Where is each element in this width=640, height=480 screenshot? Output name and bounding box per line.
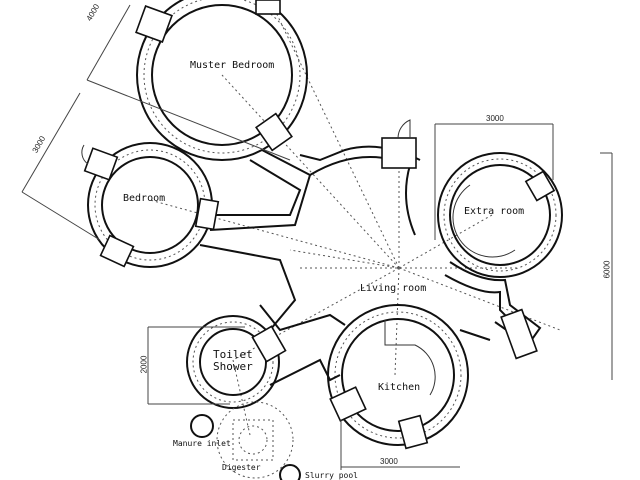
master-bedroom-walls [136, 0, 308, 161]
toilet-walls [186, 315, 280, 409]
room-label-kitchen: Kitchen [378, 382, 421, 393]
extra-room-walls [437, 152, 563, 278]
room-label-shower: Shower [213, 360, 253, 373]
room-label-master-bedroom: Muster Bedroom [190, 60, 275, 71]
guide-lines [149, 0, 561, 436]
label-slurry-pool: Slurry pool [305, 471, 358, 480]
label-manure-inlet: Manure inlet [173, 439, 231, 448]
dimension-kitchen-width: 3000 [380, 457, 398, 466]
doors [81, 0, 556, 450]
manure-inlet-shape [190, 414, 214, 438]
biogas-system [190, 401, 301, 480]
dimension-lines [21, 4, 613, 470]
room-label-living-room: Living room [360, 283, 427, 294]
dimension-overall-height: 6000 [602, 260, 612, 279]
room-label-bedroom: Bedroom [123, 193, 166, 204]
kitchen-walls [327, 304, 469, 446]
room-label-extra-room: Extra room [464, 206, 525, 217]
slurry-pool-shape [279, 464, 301, 480]
dimension-extra-room-width: 3000 [486, 114, 504, 123]
label-digester: Digester [222, 463, 261, 472]
dimension-toilet: 2000 [139, 355, 149, 374]
digester-shape [232, 419, 274, 461]
room-label-toilet: Toilet [213, 348, 253, 361]
